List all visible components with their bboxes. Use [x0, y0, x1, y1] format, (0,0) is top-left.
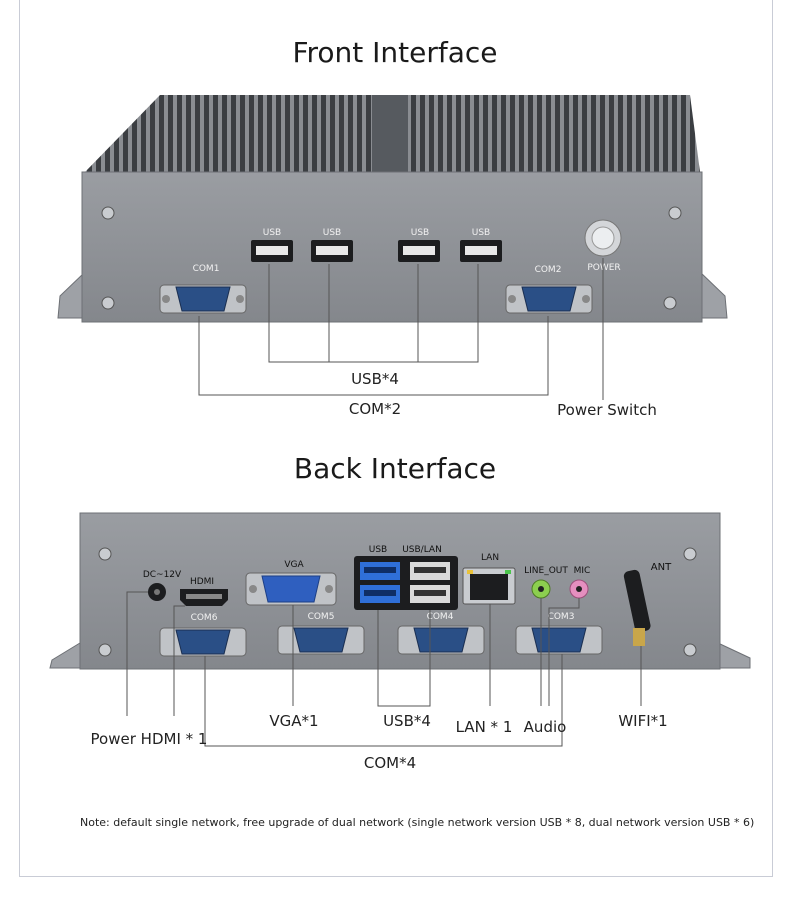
lan-callout: LAN * 1: [456, 718, 513, 736]
wifi-antenna-icon: [623, 569, 651, 646]
right-flange: [699, 270, 728, 319]
screw-icon: [98, 547, 112, 561]
com6-port: [159, 627, 247, 657]
front-usb-port-4: [460, 240, 502, 262]
left-flange: [57, 270, 86, 319]
vga-callout: VGA*1: [269, 712, 318, 730]
front-usb-port-1: [251, 240, 293, 262]
dc-label: DC~12V: [143, 570, 182, 580]
usb-label: USB: [369, 545, 387, 555]
com2-port: [505, 284, 593, 314]
back-usb-callout: USB*4: [383, 712, 431, 730]
screw-icon: [683, 643, 697, 657]
com1-label: COM1: [193, 264, 220, 274]
usb-label: USB: [263, 228, 281, 238]
screw-icon: [668, 206, 682, 220]
usb-label: USB: [411, 228, 429, 238]
front-com-callout: COM*2: [349, 400, 401, 418]
com5-port: [277, 625, 365, 655]
com3-label: COM3: [548, 612, 575, 622]
audio-callout: Audio: [524, 718, 567, 736]
screw-icon: [101, 206, 115, 220]
screw-icon: [98, 643, 112, 657]
back-callout-lines: [126, 591, 642, 747]
com5-label: COM5: [308, 612, 335, 622]
ant-label: ANT: [651, 562, 672, 573]
power-button-icon: [584, 219, 622, 257]
front-device: USB USB USB USB COM1 COM2 POWER: [57, 95, 728, 323]
wifi-callout: WIFI*1: [618, 712, 667, 730]
front-usb-callout: USB*4: [351, 370, 399, 388]
back-com-callout: COM*4: [364, 754, 416, 772]
heatsink-divider: [372, 95, 408, 172]
back-usb-port-3: [410, 562, 450, 580]
power-switch-callout: Power Switch: [557, 401, 657, 419]
power-hdmi-callout: Power HDMI * 1: [91, 730, 208, 748]
mic-label: MIC: [574, 566, 591, 576]
com3-port: [515, 625, 603, 655]
front-interface-title: Front Interface: [292, 36, 498, 69]
vga-label: VGA: [284, 560, 304, 570]
com4-port: [397, 625, 485, 655]
com4-label: COM4: [427, 612, 454, 622]
usb-label: USB: [323, 228, 341, 238]
back-interface-title: Back Interface: [293, 452, 497, 485]
right-flange: [717, 642, 751, 669]
footnote: Note: default single network, free upgra…: [80, 816, 755, 829]
left-flange: [49, 642, 81, 669]
back-usb-port-4: [410, 585, 450, 603]
com6-label: COM6: [191, 613, 218, 623]
power-label: POWER: [587, 263, 620, 273]
com1-port: [159, 284, 247, 314]
hdmi-label: HDMI: [190, 577, 214, 587]
back-usb3-port-2: [360, 585, 400, 603]
line-out-label: LINE_OUT: [524, 566, 568, 576]
screw-icon: [663, 296, 677, 310]
screw-icon: [101, 296, 115, 310]
front-usb-port-2: [311, 240, 353, 262]
back-device: DC~12V HDMI VGA USB USB/LAN LAN: [49, 512, 751, 670]
lan-label: LAN: [481, 553, 499, 563]
front-callout-lines: [198, 258, 604, 400]
back-usb3-port-1: [360, 562, 400, 580]
lan-port: [462, 567, 516, 605]
usb-label: USB: [472, 228, 490, 238]
com2-label: COM2: [535, 265, 562, 275]
vga-port: [245, 572, 337, 606]
usb-lan-label: USB/LAN: [402, 545, 442, 555]
front-usb-port-3: [398, 240, 440, 262]
page-frame: [19, 0, 773, 877]
hdmi-port: [180, 589, 228, 606]
screw-icon: [683, 547, 697, 561]
